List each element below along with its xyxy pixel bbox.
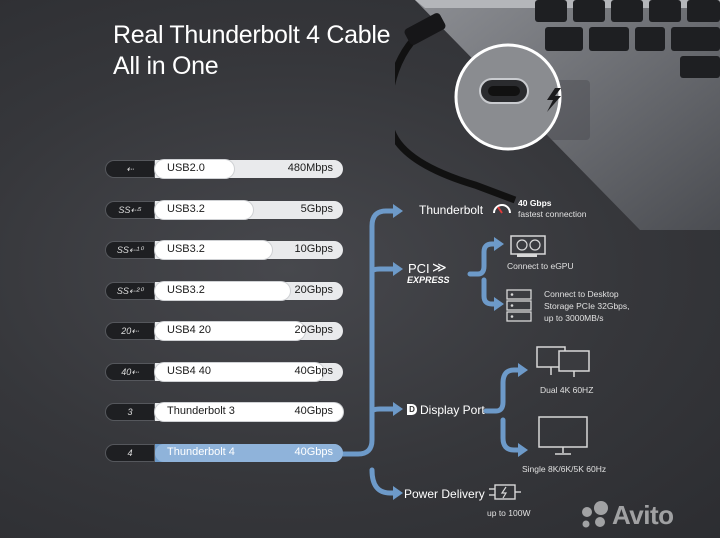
storage-server-icon [506,289,532,322]
speed-fill [155,241,272,259]
speed-fill [155,201,253,219]
protocol-speed: 20Gbps [294,324,333,336]
protocol-speed: 40Gbps [294,405,333,417]
protocol-name: USB3.2 [167,203,205,215]
egpu-label: Connect to eGPU [507,261,574,271]
protocol-row-usb32-20: SS⇠²⁰ USB3.2 20Gbps [105,282,343,300]
gpu-icon [510,235,546,257]
protocol-row-usb32-10: SS⇠¹⁰ USB3.2 10Gbps [105,241,343,259]
usb4-40-icon: 40⇠ [105,363,155,381]
title-line-2: All in One [113,52,219,80]
dual-monitor-label: Dual 4K 60HZ [540,385,594,395]
protocol-speed: 480Mbps [287,162,333,174]
protocol-speed: 40Gbps [294,365,333,377]
avito-logo-icon [582,501,608,528]
protocol-name: USB3.2 [167,243,205,255]
protocol-name: USB2.0 [167,162,205,174]
thunderbolt-label: Thunderbolt [419,203,484,217]
speed-fill [155,444,343,462]
pci-chevron-icon: ≫ [432,259,447,275]
speedometer-icon [493,204,511,214]
dual-monitor-icon [536,346,590,377]
protocol-row-usb2: ⇠ USB2.0 480Mbps [105,160,343,178]
protocol-row-thunderbolt3: 3 Thunderbolt 3 40Gbps [105,403,343,421]
storage-line-1: Connect to Desktop [544,289,619,299]
protocol-speed: 10Gbps [294,243,333,255]
speed-fill [155,403,343,421]
speed-fill [155,363,325,381]
protocol-row-thunderbolt4: 4 Thunderbolt 4 40Gbps [105,444,343,462]
protocol-row-usb4-20: 20⇠ USB4 20 20Gbps [105,322,343,340]
usb4-20-icon: 20⇠ [105,322,155,340]
protocol-speed: 40Gbps [294,446,333,458]
protocol-name: USB4 20 [167,324,212,336]
displayport-icon: D [407,404,417,415]
power-sub-label: up to 100W [487,508,531,518]
protocol-speed: 5Gbps [300,203,333,215]
usb-icon: ⇠ [105,160,155,178]
power-delivery-label: Power Delivery [404,487,485,501]
speed-fill [155,160,234,178]
speed-fill [155,322,306,340]
storage-line-3: up to 3000MB/s [544,313,604,323]
storage-line-2: Storage PCIe 32Gbps, [544,301,630,311]
single-monitor-icon [538,416,588,455]
protocol-name: Thunderbolt 4 [167,446,235,458]
protocol-name: USB4 40 [167,365,212,377]
laptop-illustration [395,0,720,230]
pci-label: PCI [408,261,430,276]
thunderbolt3-icon: 3 [105,403,155,421]
speed-value: 40 Gbps [518,198,552,208]
express-label: EXPRESS [407,275,450,285]
ss20-icon: SS⇠²⁰ [105,282,155,300]
single-monitor-label: Single 8K/6K/5K 60Hz [522,464,607,474]
speed-sub: fastest connection [518,209,587,219]
speed-fill [155,282,291,300]
avito-watermark: Avito [612,500,674,530]
page-title: Real Thunderbolt 4 Cable All in One [113,20,391,82]
protocol-speed: 20Gbps [294,284,333,296]
ss10-icon: SS⇠¹⁰ [105,241,155,259]
title-line-1: Real Thunderbolt 4 Cable [113,21,391,49]
power-plug-icon [489,484,521,500]
displayport-label: Display Port [420,403,485,417]
thunderbolt4-icon: 4 [105,444,155,462]
protocol-row-usb32-5: SS⇠⁵ USB3.2 5Gbps [105,201,343,219]
protocol-name: Thunderbolt 3 [167,405,235,417]
protocol-name: USB3.2 [167,284,205,296]
protocol-row-usb4-40: 40⇠ USB4 40 40Gbps [105,363,343,381]
ss5-icon: SS⇠⁵ [105,201,155,219]
